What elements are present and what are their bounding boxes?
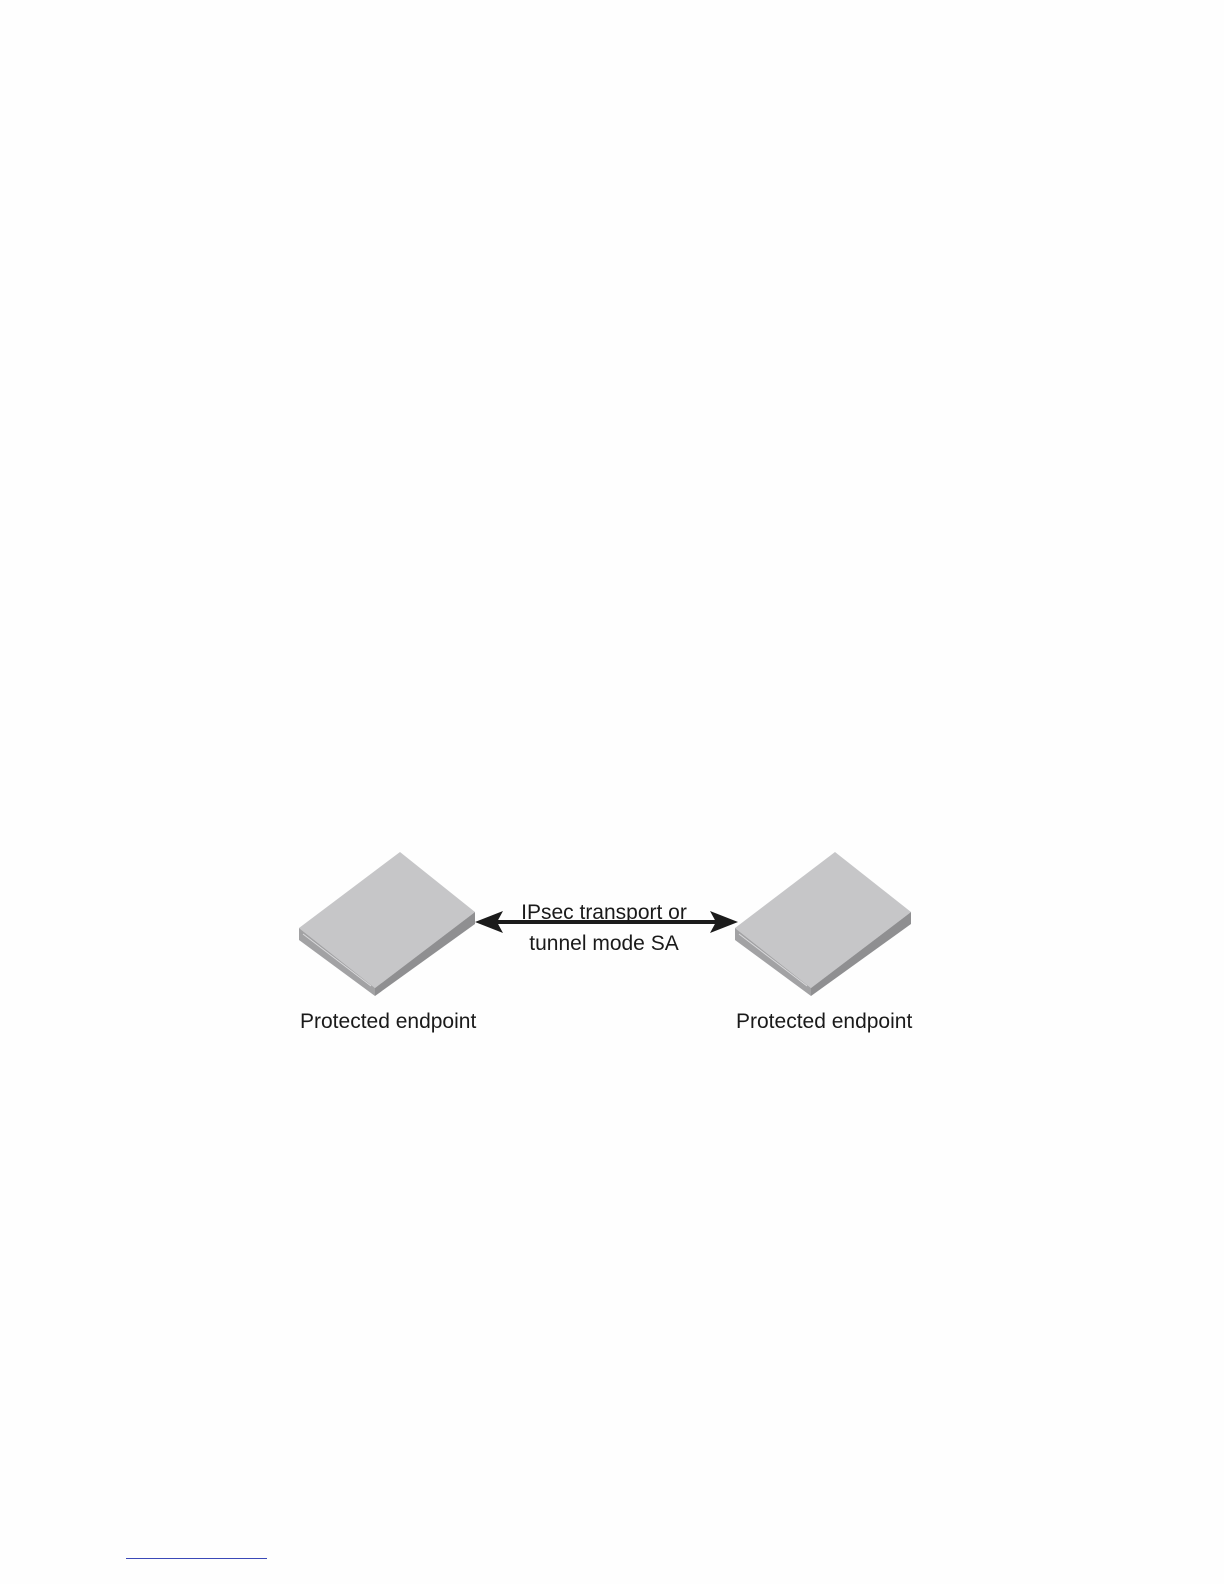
connection-label-line2: tunnel mode SA bbox=[504, 928, 704, 959]
connection-label-line1: IPsec transport or bbox=[504, 897, 704, 928]
left-endpoint-appliance-icon bbox=[299, 852, 475, 996]
appliance-top-face bbox=[299, 852, 475, 988]
appliance-top-face bbox=[735, 852, 911, 988]
right-endpoint-appliance-icon bbox=[735, 852, 911, 996]
footnote-divider bbox=[126, 1558, 267, 1559]
right-endpoint-label: Protected endpoint bbox=[736, 1011, 912, 1032]
left-endpoint-label: Protected endpoint bbox=[300, 1011, 476, 1032]
connection-label: IPsec transport or tunnel mode SA bbox=[504, 897, 704, 959]
